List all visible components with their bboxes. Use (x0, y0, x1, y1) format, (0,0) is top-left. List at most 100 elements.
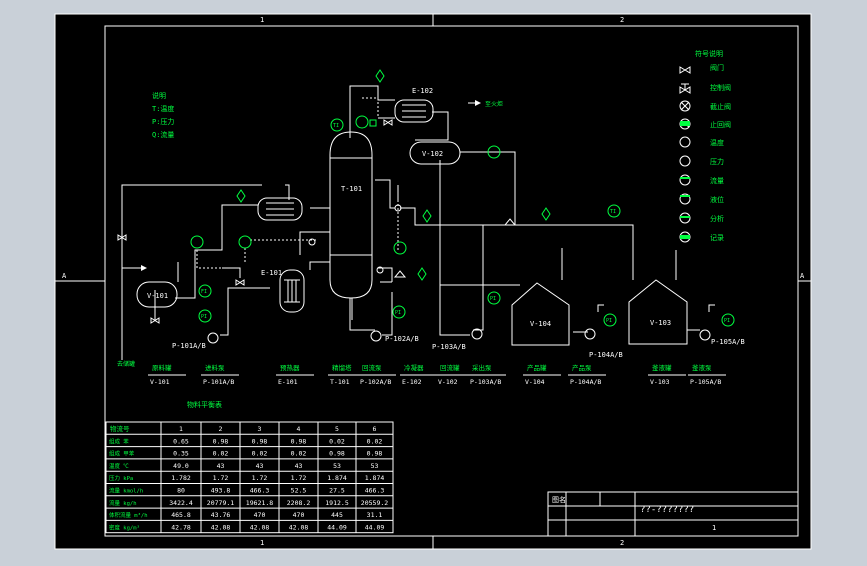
symbol-legend-item: 阀门 (710, 63, 724, 72)
equipment-tag: P-101A/B (203, 378, 234, 386)
valve (308, 238, 316, 246)
temperature-indicator-icon (330, 118, 344, 132)
inst-label: PI (395, 310, 401, 316)
left-legend-line: P:压力 (152, 117, 174, 126)
table-cell: 42.08 (250, 523, 270, 531)
table-cell: 1.72 (252, 474, 268, 482)
equipment-tag: V-102 (438, 378, 458, 386)
equipment-tag: T-101 (330, 378, 350, 386)
zone-mark-right: A (800, 272, 805, 280)
table-cell: 1.874 (327, 474, 347, 482)
tag-t101: T-101 (341, 185, 362, 193)
tag-v104: V-104 (530, 320, 551, 328)
valve (117, 234, 127, 241)
pressure-indicator-icon (198, 309, 212, 323)
tag-p101: P-101A/B (172, 342, 206, 350)
table-row-label: 压力 kPa (109, 474, 133, 482)
table-cell: 0.65 (173, 437, 189, 445)
symbol-legend-item: 温度 (710, 138, 724, 147)
table-cell: 20779.1 (207, 499, 234, 507)
level-controller-icon (190, 235, 204, 249)
table-header-cell: 6 (373, 425, 377, 433)
equipment-name: 釜液泵 (692, 363, 712, 372)
table-header-cell: 5 (335, 425, 339, 433)
symbol-legend-item: 记录 (710, 234, 724, 242)
table-title: 物料平衡表 (187, 400, 222, 409)
table-cell: 466.3 (365, 487, 385, 495)
table-cell: 44.09 (327, 523, 347, 531)
signal-lines (196, 97, 480, 269)
diamonds (236, 69, 551, 281)
level-controller-icon (238, 235, 252, 249)
valve (150, 317, 160, 324)
title-block-label: 图名 (552, 495, 566, 504)
table-cell: 43 (295, 462, 303, 470)
symbol-legend-item: 控制阀 (710, 83, 731, 92)
inst-label: TI (610, 209, 616, 215)
equipment-name: 回流泵 (362, 363, 382, 372)
table-header-cell: 3 (258, 425, 262, 433)
vessel-v102 (409, 141, 461, 165)
symbol-legend-item: 压力 (710, 157, 724, 166)
inst-label: PI (490, 296, 496, 302)
gate-valve-icon (679, 66, 691, 74)
table-cell: 0.98 (291, 437, 307, 445)
to-flare-note: 至火炬 (485, 100, 503, 108)
equipment-tag: E-102 (402, 378, 422, 386)
equipment-tag: P-105A/B (690, 378, 721, 386)
table-row-label: 流量 kmol/h (109, 487, 143, 495)
equipment-tag: V-101 (150, 378, 170, 386)
temperature-instrument-icon (679, 136, 691, 148)
symbol-legend-item: 液位 (710, 195, 724, 204)
valve (376, 266, 384, 274)
symbol-legend-item: 止回阀 (710, 120, 731, 129)
table-cell: 1912.5 (325, 499, 349, 507)
table-cell: 43 (256, 462, 264, 470)
column-t101 (329, 131, 373, 299)
equipment-name: 原料罐 (152, 363, 172, 372)
left-legend-line: Q:流量 (152, 130, 174, 139)
pump-p103 (471, 328, 483, 340)
symbol-legend-item: 流量 (710, 176, 724, 185)
equipment-tag: V-104 (525, 378, 545, 386)
equipment-name: 釜液罐 (652, 363, 672, 372)
diamond-icon (375, 69, 385, 83)
table-cell: 1.874 (365, 474, 385, 482)
tank-v103 (628, 279, 688, 345)
left-legend-line: T:温度 (152, 104, 174, 113)
level-controller-icon (393, 241, 407, 255)
table-cell: 42.08 (211, 523, 231, 531)
symbol-legend-item: 分析 (710, 214, 724, 223)
drawing-sheet (54, 13, 812, 550)
table-row-label: 组成 甲苯 (109, 450, 135, 458)
feed-exchanger (257, 197, 303, 221)
table-row-label: 密度 kg/m³ (109, 523, 140, 531)
table-cell: 53 (371, 462, 379, 470)
tag-e102: E-102 (412, 87, 433, 95)
tag-e101: E-101 (261, 269, 282, 277)
zone-mark-top-1: 1 (260, 16, 264, 24)
diamond-icon (541, 207, 551, 221)
table-cell: 445 (331, 511, 343, 519)
pressure-indicator-icon (487, 291, 501, 305)
zone-mark-bottom-1: 1 (260, 539, 264, 547)
symbol-legend-item: 截止阀 (710, 102, 731, 111)
symbol-legend: 符号说明 阀门 控制阀 截止阀 止回阀 温度 压力 流量 (679, 49, 731, 243)
pressure-indicator-icon (392, 305, 406, 319)
table-cell: 470 (254, 511, 266, 519)
equipment-list: 原料罐V-101进料泵P-101A/B预热器E-101精馏塔T-101回流泵P-… (148, 363, 726, 386)
valve (235, 279, 245, 286)
tank-v104 (511, 282, 570, 346)
table-cell: 42.08 (289, 523, 309, 531)
equipment-tag: P-102A/B (360, 378, 391, 386)
tag-v101: V-101 (147, 292, 168, 300)
inst-label: PI (724, 318, 730, 324)
table-cell: 1.782 (171, 474, 191, 482)
table-header-cell: 1 (179, 425, 183, 433)
table-cell: 466.3 (250, 487, 270, 495)
equipment-name: 精馏塔 (332, 363, 352, 372)
control-valve-icon (679, 83, 691, 94)
pressure-indicator-icon (603, 313, 617, 327)
